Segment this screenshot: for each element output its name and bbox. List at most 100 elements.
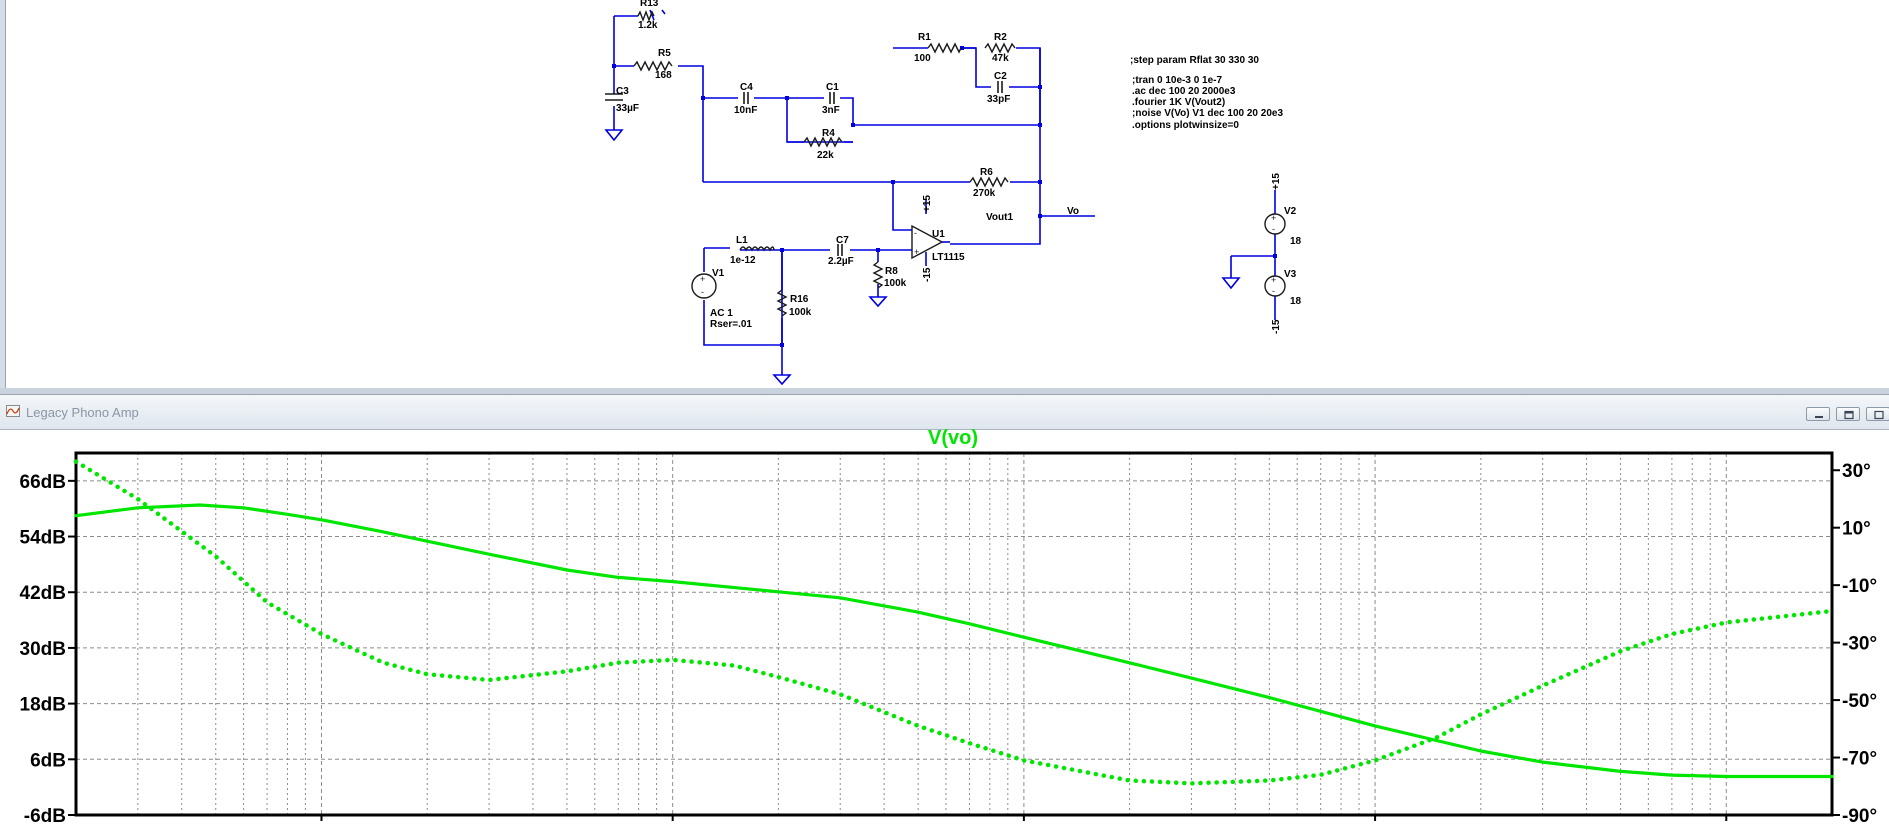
bode-plot[interactable]: V(vo) 100Hz1KHz10KHz100KHz1MHz -6dB6dB18… [0, 429, 1889, 825]
r5-ref: R5 [658, 48, 671, 59]
directive-noise: ;noise V(Vo) V1 dec 100 20 20e3 [1132, 108, 1283, 119]
r1-value: 100 [914, 53, 931, 64]
c4-symbol [743, 92, 749, 104]
c1-symbol [829, 92, 835, 104]
r4-symbol [803, 136, 843, 148]
waveform-title-bar[interactable]: Legacy Phono Amp [0, 395, 1889, 430]
y-left-tick-label: 18dB [20, 695, 66, 716]
voltage-source-symbols [691, 213, 1286, 299]
v2-symbol [1264, 213, 1286, 235]
r6-symbol [969, 176, 1009, 188]
y-right-tick-label: -50° [1842, 691, 1877, 712]
minimize-icon [1815, 416, 1823, 418]
r4-ref: R4 [822, 128, 835, 139]
r13-ref: R13 [640, 0, 659, 9]
y-right-tick-label: -30° [1842, 634, 1877, 655]
y-right-tick-label: -90° [1842, 806, 1877, 825]
y-right-tick-label: 30° [1842, 461, 1871, 482]
c1-ref: C1 [826, 82, 839, 93]
plot-frame [74, 451, 1834, 817]
svg-text:-: - [914, 228, 917, 238]
trace-title-vvo[interactable]: V(vo) [928, 429, 978, 449]
y-right-tick-label: 10° [1842, 519, 1871, 540]
ground-symbols [604, 129, 1241, 386]
r16-ref: R16 [790, 294, 809, 305]
minimize-button[interactable] [1806, 407, 1830, 421]
svg-text:-: - [1272, 286, 1275, 296]
schematic-editor[interactable]: - + +- +- +- R13 1.2k R5 168 C3 33µF [0, 0, 1889, 388]
v2-top-supply-label: +15 [1271, 173, 1282, 190]
c4-value: 10nF [734, 105, 757, 116]
c2-value: 33pF [987, 94, 1010, 105]
y-left-tick-label: -6dB [24, 806, 66, 825]
svg-text:-: - [701, 287, 704, 297]
y-left-tick-label: 66dB [20, 472, 66, 493]
r16-symbol [776, 289, 788, 317]
directive-step: ;step param Rflat 30 330 30 [1130, 55, 1259, 66]
spice-directives[interactable]: ;step param Rflat 30 330 30 ;tran 0 10e-… [1130, 55, 1283, 131]
r8-symbol [872, 261, 884, 289]
net-label-vout1: Vout1 [986, 212, 1013, 223]
r4-value: 22k [817, 150, 834, 161]
maximize-icon [1874, 410, 1884, 420]
l1-ref: L1 [736, 235, 748, 246]
v1-series-resistance: Rser=.01 [710, 319, 752, 330]
u1-value: LT1115 [932, 252, 965, 263]
capacitor-symbols [605, 81, 1003, 256]
u1-neg-supply-label: -15 [922, 267, 933, 282]
ground-r16 [772, 374, 792, 386]
supply-labels: +15 -15 +15 -15 [922, 173, 1282, 334]
c2-symbol [997, 81, 1003, 93]
v2-value: 18 [1290, 236, 1302, 247]
svg-text:+: + [1271, 275, 1276, 285]
junction-dots [612, 46, 1277, 347]
u1-ref: U1 [932, 229, 945, 240]
r6-value: 270k [973, 188, 996, 199]
pane-splitter[interactable] [0, 388, 1889, 394]
component-labels: R13 1.2k R5 168 C3 33µF R1 100 R2 47k C2… [616, 0, 1302, 330]
schematic-canvas[interactable]: - + +- +- +- R13 1.2k R5 168 C3 33µF [0, 0, 1889, 388]
axis-ticks [68, 469, 1840, 821]
v3-value: 18 [1290, 296, 1302, 307]
r6-ref: R6 [980, 167, 993, 178]
restore-button[interactable] [1836, 407, 1860, 421]
magnitude-trace[interactable] [74, 503, 1834, 779]
r2-value: 47k [992, 53, 1009, 64]
svg-text:+: + [700, 274, 705, 284]
directive-fourier: .fourier 1K V(Vout2) [1132, 97, 1225, 108]
u1-pos-supply-label: +15 [922, 195, 933, 212]
resistor-symbols [633, 10, 1016, 317]
r8-ref: R8 [885, 266, 898, 277]
net-label-vo: Vo [1067, 206, 1079, 217]
source-polarity: +- +- +- [700, 213, 1276, 297]
phase-trace[interactable] [73, 459, 1835, 786]
directive-ac: .ac dec 100 20 2000e3 [1132, 86, 1236, 97]
l1-symbol [739, 246, 775, 252]
restore-icon [1844, 410, 1854, 420]
plot-grid [76, 453, 1832, 815]
r13-value: 1.2k [638, 20, 658, 31]
c7-symbol [837, 244, 843, 256]
y-right-tick-label: -70° [1842, 749, 1877, 770]
y-axis-right-labels: -90°-70°-50°-30°-10°10°30° [1842, 461, 1877, 825]
waveform-window[interactable]: Legacy Phono Amp V(vo) 100Hz1KHz10KHz100… [0, 394, 1889, 825]
c7-value: 2.2µF [828, 256, 854, 267]
v3-ref: V3 [1284, 269, 1297, 280]
r8-value: 100k [884, 278, 907, 289]
maximize-button[interactable] [1866, 407, 1889, 421]
v3-bottom-supply-label: -15 [1271, 319, 1282, 334]
r1-ref: R1 [918, 32, 931, 43]
svg-text:-: - [1272, 224, 1275, 234]
v1-ref: V1 [712, 268, 725, 279]
v2-ref: V2 [1284, 206, 1297, 217]
ground-r8 [868, 296, 888, 308]
y-left-tick-label: 42dB [20, 583, 66, 604]
c4-ref: C4 [740, 82, 753, 93]
ground-v2v3 [1221, 277, 1241, 290]
r1-symbol [927, 42, 962, 54]
r16-value: 100k [789, 307, 812, 318]
waveform-app-icon [6, 405, 20, 417]
svg-text:+: + [914, 247, 919, 257]
plot-traces[interactable] [73, 459, 1835, 786]
